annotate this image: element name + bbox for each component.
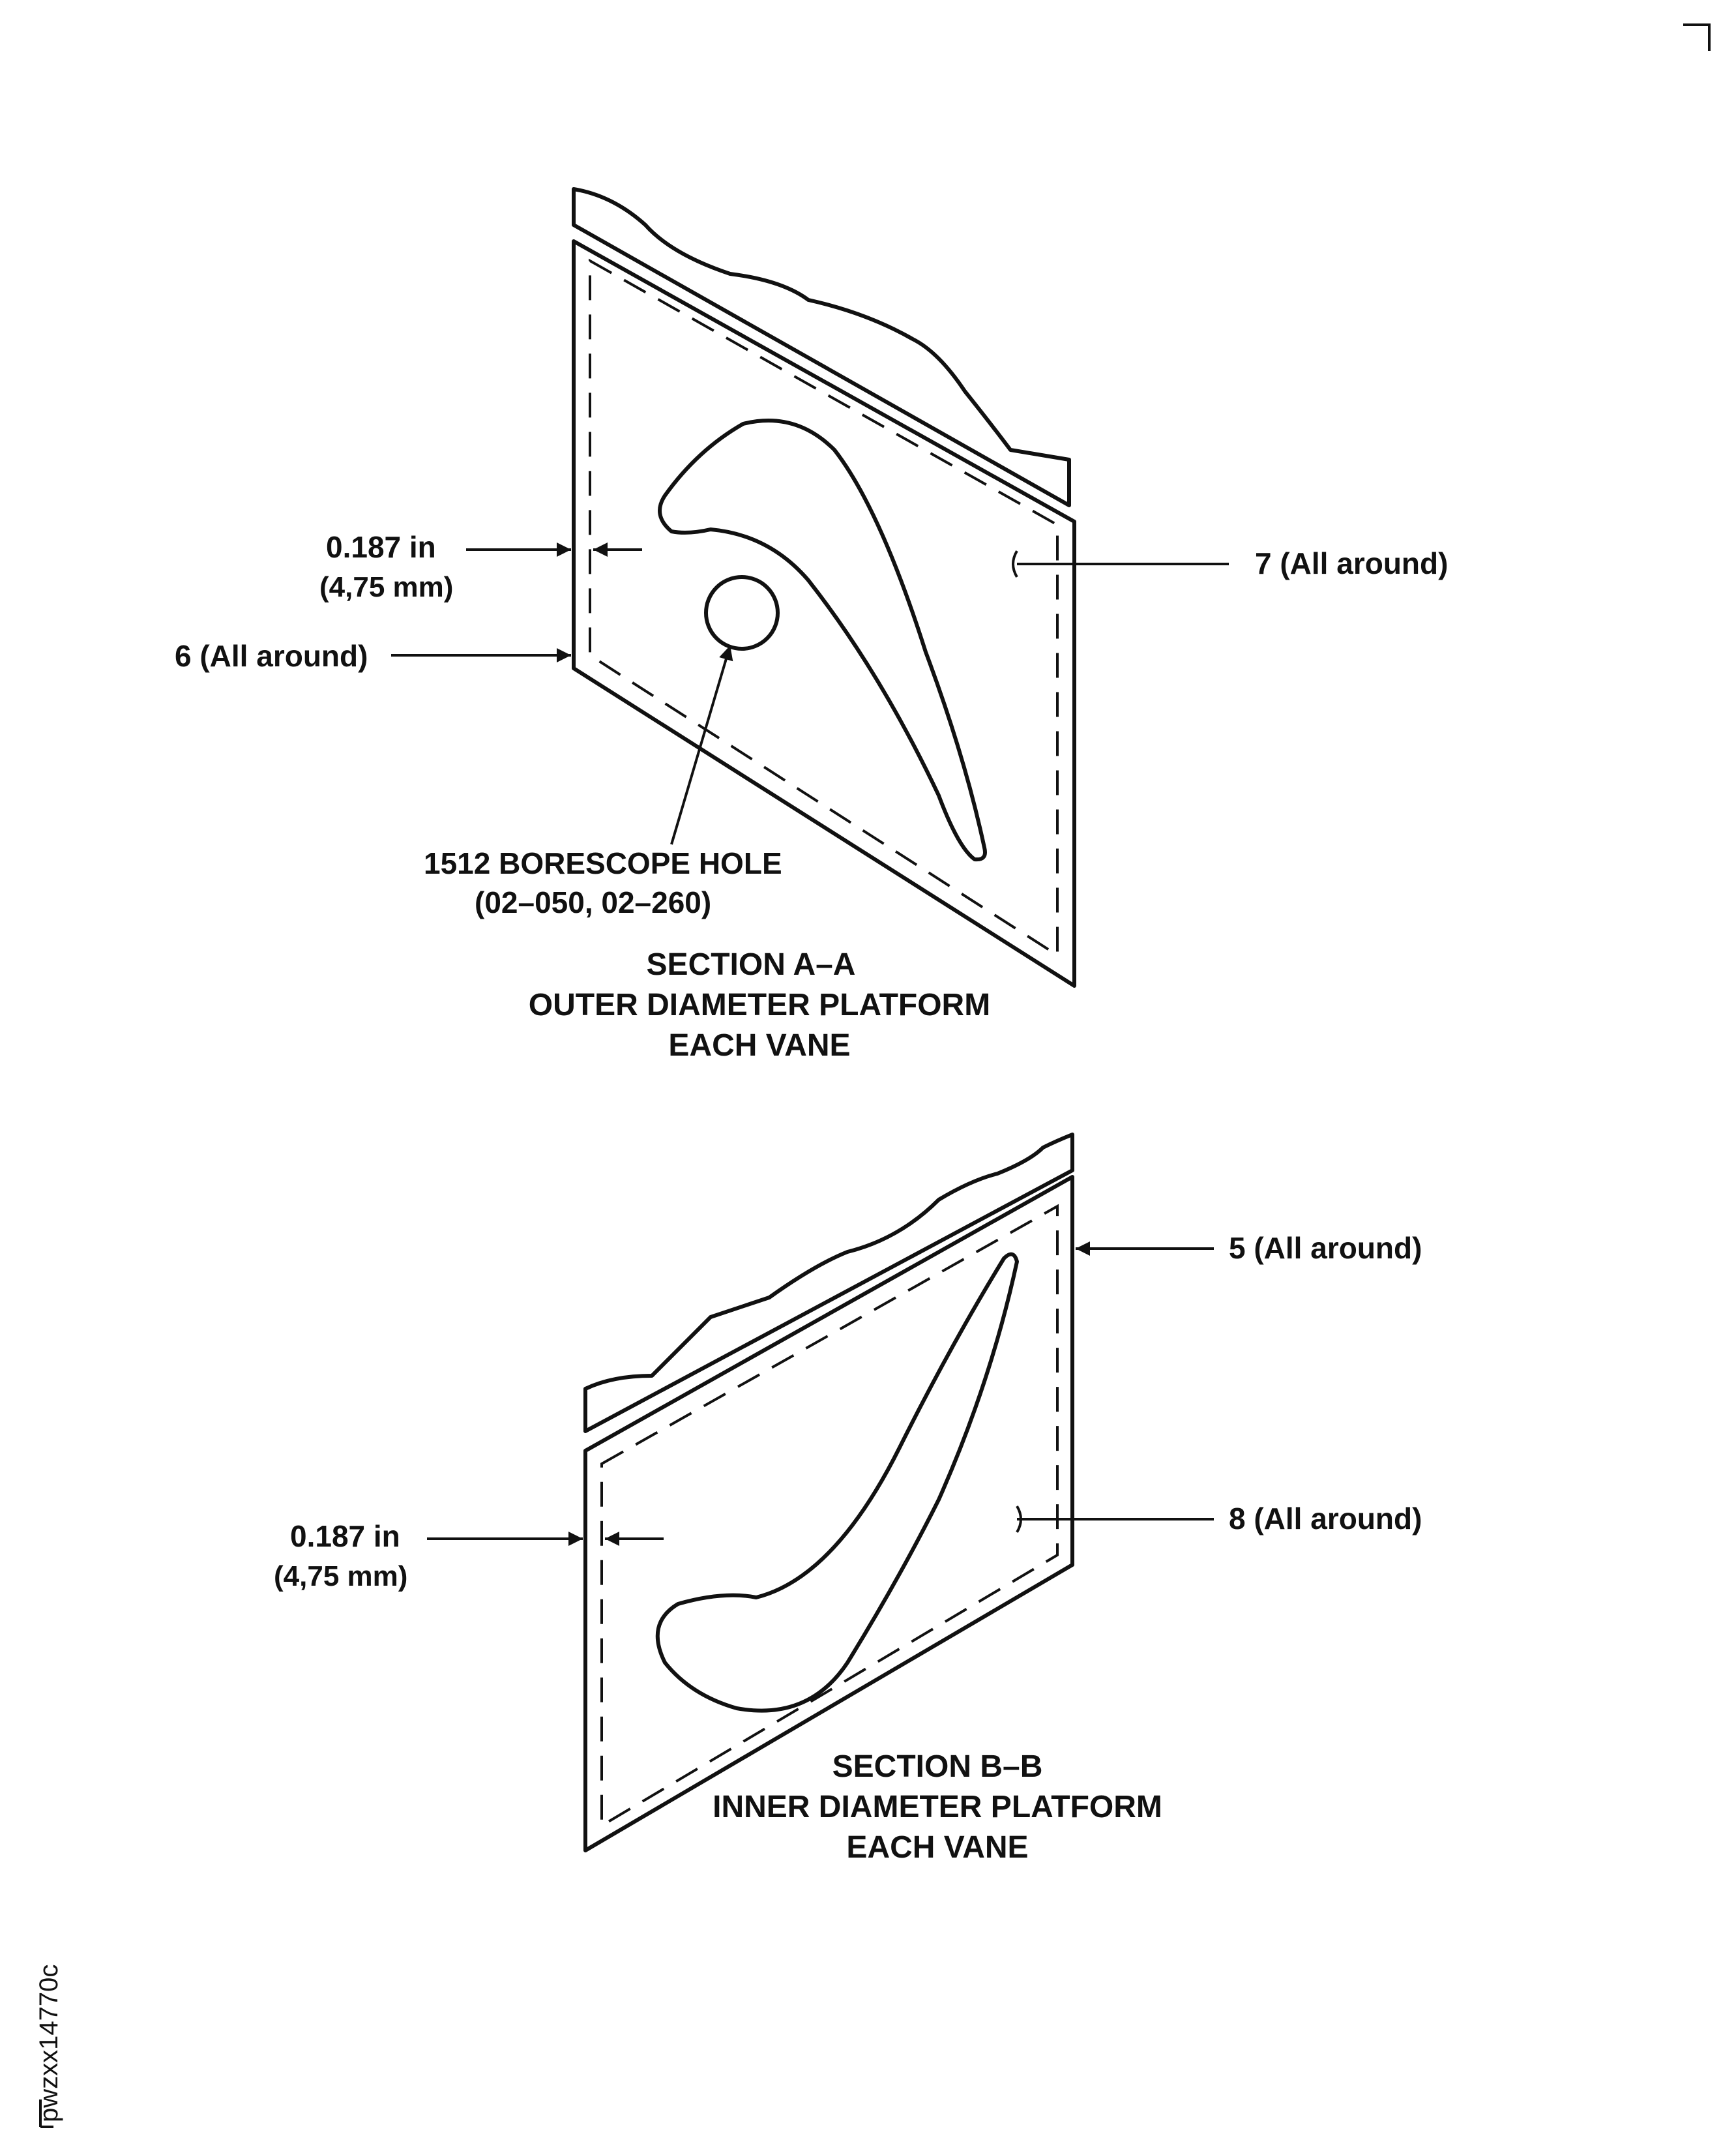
section-a-airfoil (658, 419, 987, 862)
section-b-callout-5: 5 (All around) (1229, 1231, 1422, 1265)
section-b-dim-inch: 0.187 in (290, 1519, 400, 1553)
section-b-callout-8: 8 (All around) (1229, 1502, 1422, 1535)
section-a-callout-7-tick (1012, 550, 1018, 578)
section-a-callout-6: 6 (All around) (175, 639, 368, 673)
section-a-callout-7: 7 (All around) (1255, 546, 1448, 580)
section-a-title-line1: SECTION A–A (647, 947, 856, 982)
section-b-offset-dashed (600, 1204, 1059, 1828)
section-a-dim-mm: (4,75 mm) (319, 571, 453, 603)
section-a-offset-dashed (589, 258, 1059, 958)
section-b-airfoil (655, 1252, 1019, 1713)
section-a-break-strip (572, 187, 1071, 507)
figure-id-bracket (39, 2099, 53, 2128)
section-b-title-line1: SECTION B–B (832, 1749, 1043, 1784)
section-a-dim-inch: 0.187 in (326, 530, 436, 564)
section-a-title-line3: EACH VANE (668, 1028, 850, 1063)
borescope-hole (704, 575, 780, 651)
section-a-platform-outline (572, 239, 1076, 988)
figure-id: pwzxx14770c (35, 1965, 63, 2122)
borescope-leader (670, 645, 733, 845)
borescope-label-line2: (02–050, 02–260) (475, 885, 711, 919)
section-a-drawing (572, 187, 1076, 988)
section-b-callout-8-tick (1016, 1505, 1022, 1534)
corner-mark (1683, 23, 1711, 51)
section-b-title-line3: EACH VANE (846, 1830, 1028, 1865)
section-b-break-strip (583, 1133, 1074, 1433)
section-b-platform-outline (583, 1175, 1074, 1852)
borescope-label-line1: 1512 BORESCOPE HOLE (424, 846, 782, 880)
section-b-drawing (583, 1133, 1074, 1852)
section-b-title-line2: INNER DIAMETER PLATFORM (713, 1790, 1162, 1824)
section-b-dim-mm: (4,75 mm) (274, 1560, 407, 1592)
section-a-title-line2: OUTER DIAMETER PLATFORM (529, 988, 990, 1022)
